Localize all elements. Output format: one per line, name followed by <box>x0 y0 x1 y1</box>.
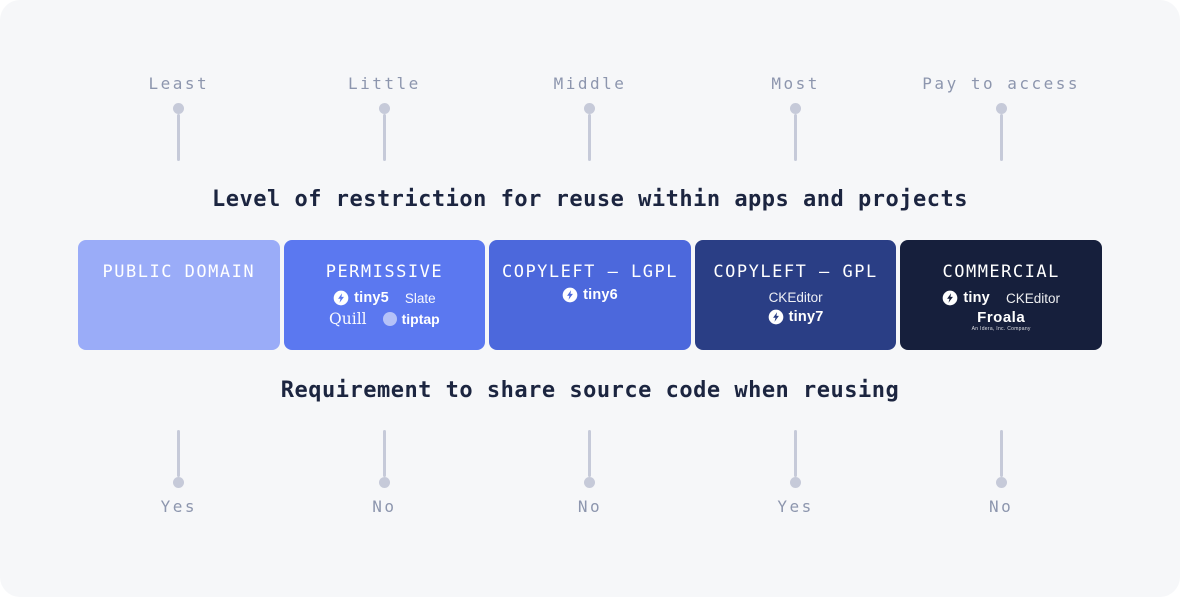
pin-stem <box>382 114 386 161</box>
axis-label: No <box>989 497 1014 516</box>
axis-point-little: Little <box>284 74 486 161</box>
pin-dot-icon <box>584 103 596 114</box>
card-public-domain: PUBLIC DOMAIN <box>78 240 280 350</box>
logo-row: tiny CKEditor <box>942 290 1060 306</box>
restriction-level-axis: Least Little Middle Most Pay to access <box>78 74 1102 161</box>
tinymce-icon <box>333 290 349 306</box>
pin-dot-icon <box>790 103 802 114</box>
logo-row: tiny5 Slate <box>333 290 436 306</box>
tinymce-icon <box>768 309 784 325</box>
pin-stem <box>177 430 181 477</box>
quill-logo: Quill <box>329 310 367 328</box>
axis-label: Pay to access <box>922 74 1081 93</box>
logo-row: CKEditor <box>769 290 823 305</box>
pin-stem <box>588 430 592 477</box>
card-copyleft-lgpl: COPYLEFT – LGPL tiny6 <box>489 240 691 350</box>
pin-dot-icon <box>378 477 390 488</box>
axis-point-no: No <box>489 430 691 517</box>
axis-point-no: No <box>284 430 486 517</box>
card-commercial: COMMERCIAL tiny CKEditor Froala An Idera… <box>900 240 1102 350</box>
axis-point-least: Least <box>78 74 280 161</box>
pin-dot-icon <box>173 477 185 488</box>
axis-label: Most <box>771 74 820 93</box>
axis-label: Middle <box>553 74 627 93</box>
license-cards: PUBLIC DOMAIN PERMISSIVE tiny5 Slate Qui… <box>78 240 1102 350</box>
tinymce-icon <box>942 290 958 306</box>
axis-label: Yes <box>777 497 814 516</box>
ckeditor-logo: CKEditor <box>1005 290 1060 306</box>
tinymce-logo: tiny7 <box>768 309 824 325</box>
logo-row: Quill tiptap <box>329 310 440 328</box>
card-title: COPYLEFT – LGPL <box>501 262 678 282</box>
axis-point-yes: Yes <box>695 430 897 517</box>
pin-stem <box>794 430 798 477</box>
axis-point-middle: Middle <box>489 74 691 161</box>
card-title: COMMERCIAL <box>942 262 1060 282</box>
tiptap-icon <box>382 312 397 326</box>
pin-dot-icon <box>173 103 185 114</box>
axis-label: No <box>577 497 603 516</box>
card-title: PERMISSIVE <box>325 262 444 282</box>
logo-row: Froala An Idera, Inc. Company <box>972 310 1031 332</box>
tinymce-logo: tiny6 <box>562 287 618 303</box>
pin-dot-icon <box>995 477 1007 488</box>
pin-dot-icon <box>790 477 802 488</box>
card-title: PUBLIC DOMAIN <box>102 262 256 282</box>
axis-label: Least <box>148 74 210 93</box>
axis-label: Yes <box>160 497 197 516</box>
share-source-axis: Yes No No Yes No <box>78 430 1102 517</box>
pin-stem <box>588 114 592 161</box>
axis-point-no: No <box>900 430 1102 517</box>
tinymce-icon <box>562 287 578 303</box>
pin-stem <box>177 114 181 161</box>
froala-logo: Froala An Idera, Inc. Company <box>971 309 1031 332</box>
pin-dot-icon <box>995 103 1007 114</box>
froala-caption: An Idera, Inc. Company <box>971 326 1031 332</box>
pin-stem <box>999 114 1003 161</box>
tiptap-logo: tiptap <box>382 311 440 327</box>
share-source-title: Requirement to share source code when re… <box>280 378 900 403</box>
axis-label: Little <box>347 74 421 93</box>
pin-stem <box>382 430 386 477</box>
tinymce-logo: tiny5 <box>333 290 389 306</box>
pin-stem <box>794 114 798 161</box>
ckeditor-logo: CKEditor <box>768 290 823 305</box>
axis-point-yes: Yes <box>78 430 280 517</box>
axis-label: No <box>372 497 397 516</box>
slate-logo: Slate <box>404 290 436 306</box>
card-copyleft-gpl: COPYLEFT – GPL CKEditor tiny7 <box>694 240 897 350</box>
tinymce-logo: tiny <box>942 290 990 306</box>
logo-row: tiny6 <box>562 287 618 303</box>
logo-row: tiny7 <box>768 309 824 325</box>
card-title: COPYLEFT – GPL <box>713 262 878 282</box>
card-permissive: PERMISSIVE tiny5 Slate Quill tiptap <box>283 240 486 350</box>
pin-stem <box>999 430 1003 477</box>
pin-dot-icon <box>584 477 596 488</box>
restriction-title: Level of restriction for reuse within ap… <box>212 187 968 212</box>
axis-point-pay-to-access: Pay to access <box>900 74 1102 161</box>
pin-dot-icon <box>378 103 390 114</box>
axis-point-most: Most <box>695 74 897 161</box>
